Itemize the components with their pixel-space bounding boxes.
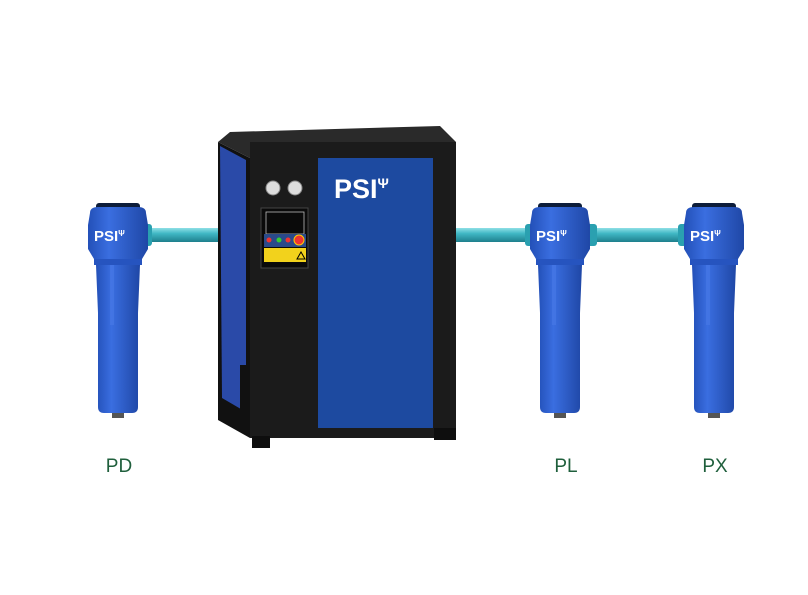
filter-label-pd: PD: [105, 456, 133, 477]
pipe-pd-dryer: [145, 228, 222, 242]
filter-pd-logo: PSIΨ: [94, 228, 125, 245]
pipe-dryer-pl: [455, 228, 532, 242]
pipe-pl-px: [588, 228, 685, 242]
refrigerated-dryer: [218, 126, 456, 448]
pressure-gauge-icon: [287, 180, 303, 196]
filter-px-logo: PSIΨ: [690, 228, 721, 245]
filter-label-pl: PL: [554, 456, 578, 477]
warning-label: [264, 248, 306, 262]
warning-icon: [296, 250, 306, 260]
dryer-logo: PSIΨ: [334, 174, 389, 204]
pressure-gauge-icon: [265, 180, 281, 196]
dryer-door-panel: [318, 158, 433, 428]
filter-label-px: PX: [702, 456, 728, 477]
filter-pl-logo: PSIΨ: [536, 228, 567, 245]
